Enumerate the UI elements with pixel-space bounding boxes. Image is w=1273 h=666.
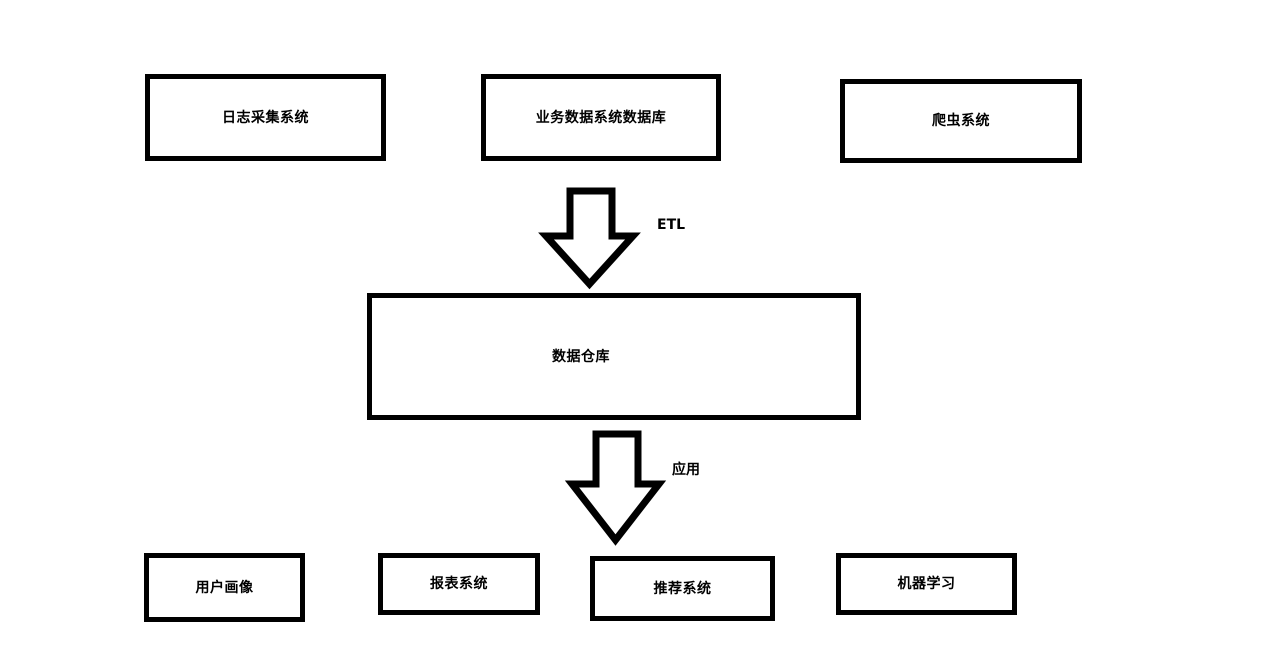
node-label: 日志采集系统 bbox=[222, 109, 309, 126]
node-business-data-system-database[interactable]: 业务数据系统数据库 bbox=[481, 74, 721, 161]
node-crawler-system[interactable]: 爬虫系统 bbox=[840, 79, 1082, 163]
node-user-profile[interactable]: 用户画像 bbox=[144, 553, 305, 622]
application-flow-label: 应用 bbox=[672, 462, 700, 478]
node-data-warehouse[interactable]: 数据仓库 bbox=[367, 293, 861, 420]
node-label: 爬虫系统 bbox=[932, 113, 990, 129]
etl-down-arrow-icon bbox=[538, 187, 641, 290]
node-label: 报表系统 bbox=[430, 576, 488, 592]
node-label: 推荐系统 bbox=[653, 580, 712, 597]
node-label: 机器学习 bbox=[897, 576, 956, 592]
application-down-arrow-icon bbox=[564, 430, 667, 546]
node-report-system[interactable]: 报表系统 bbox=[378, 553, 540, 615]
node-recommendation-system[interactable]: 推荐系统 bbox=[590, 556, 775, 621]
node-log-collection-system[interactable]: 日志采集系统 bbox=[145, 74, 386, 161]
node-machine-learning[interactable]: 机器学习 bbox=[836, 553, 1017, 615]
node-label: 业务数据系统数据库 bbox=[535, 109, 667, 126]
node-label: 数据仓库 bbox=[552, 348, 610, 365]
etl-flow-label: ETL bbox=[657, 217, 686, 233]
node-label: 用户画像 bbox=[195, 579, 254, 596]
